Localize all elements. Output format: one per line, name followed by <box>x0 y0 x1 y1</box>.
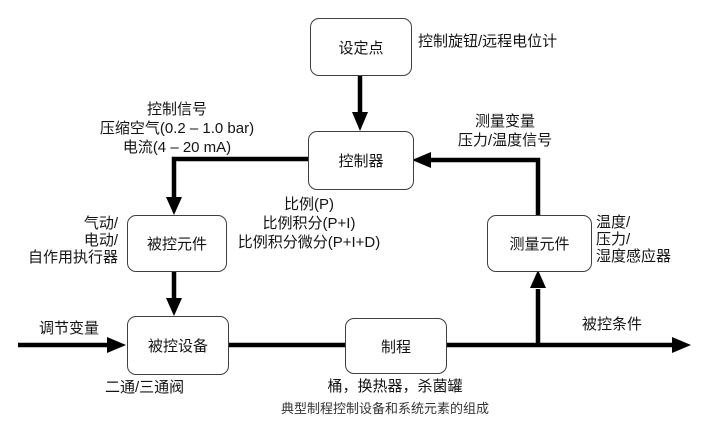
node-controller: 控制器 <box>308 131 414 190</box>
arrow-controller-to-element-line <box>171 156 308 198</box>
label-setpoint-note: 控制旋钮/远程电位计 <box>418 33 558 50</box>
label-valve-types: 二通/三通阀 <box>105 379 185 396</box>
node-process: 制程 <box>345 318 447 374</box>
arrowhead-right-device <box>107 337 126 353</box>
node-measuring-element-label: 测量元件 <box>509 236 570 253</box>
arrowhead-down-element <box>166 197 182 215</box>
arrowhead-up-sensor <box>530 270 546 288</box>
diagram-caption: 典型制程控制设备和系统元素的组成 <box>280 401 489 416</box>
label-process-examples: 桶，换热器，杀菌罐 <box>327 378 463 395</box>
node-measuring-element: 测量元件 <box>487 215 592 272</box>
node-final-control-element: 被控元件 <box>127 215 227 272</box>
node-final-control-element-label: 被控元件 <box>146 236 207 253</box>
node-controlled-device-label: 被控设备 <box>147 338 208 355</box>
label-sensor-types: 温度/ 压力/ 湿度感应器 <box>596 214 672 265</box>
node-setpoint: 设定点 <box>310 18 412 76</box>
node-setpoint-label: 设定点 <box>338 39 384 57</box>
label-control-modes: 比例(P) 比例积分(P+I) 比例积分微分(P+I+D) <box>237 196 381 251</box>
arrowhead-down-device <box>166 298 182 316</box>
node-controlled-device: 被控设备 <box>127 316 229 375</box>
label-controlled-condition: 被控条件 <box>582 316 643 333</box>
arrowhead-right-outflow <box>672 337 691 353</box>
label-measured-variable: 测量变量 压力/温度信号 <box>457 113 553 149</box>
node-controller-label: 控制器 <box>338 153 384 170</box>
node-process-label: 制程 <box>380 338 411 356</box>
arrow-sensor-to-controller-line <box>431 157 541 216</box>
label-manipulated-variable: 调节变量 <box>39 320 100 337</box>
label-control-signal: 控制信号 压缩空气(0.2 – 1.0 bar) 电流(4 – 20 mA) <box>99 101 255 156</box>
label-actuator-types: 气动/ 电动/ 自作用执行器 <box>27 215 118 266</box>
arrowhead-down-controller <box>352 112 368 131</box>
arrowhead-left-controller <box>412 152 431 168</box>
